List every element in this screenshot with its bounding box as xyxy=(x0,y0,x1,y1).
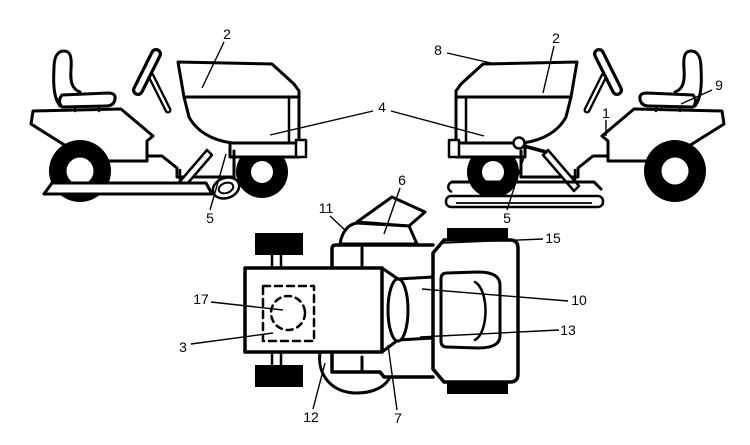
mower-deck-left xyxy=(42,176,241,200)
leader-13 xyxy=(419,329,560,338)
knob xyxy=(512,136,526,150)
seat-top-view xyxy=(439,270,502,350)
callout-5-left: 5 xyxy=(206,210,214,226)
steering-wheel-top-view xyxy=(386,277,410,343)
mid-body-bottom-edge xyxy=(330,350,435,379)
callout-9: 9 xyxy=(715,77,723,93)
callout-7: 7 xyxy=(394,410,402,426)
leader-5-right xyxy=(506,153,526,211)
deck-plate-curl xyxy=(447,180,453,194)
leader-4-to-left-view xyxy=(269,110,374,136)
callout-8: 8 xyxy=(434,42,442,58)
leader-7 xyxy=(387,344,398,411)
knob-handle xyxy=(522,144,548,154)
callout-3: 3 xyxy=(179,339,187,355)
leader-8 xyxy=(446,52,492,64)
callout-2-left: 2 xyxy=(223,26,231,42)
front-wheel-top-lower xyxy=(255,365,303,387)
leader-3 xyxy=(190,332,274,345)
callout-15: 15 xyxy=(545,230,561,246)
tractor-body-left xyxy=(31,51,306,202)
mid-body-top-edge xyxy=(330,243,435,270)
deck-skirt xyxy=(444,194,605,209)
cowl-neck-bottom xyxy=(380,336,435,354)
leader-12 xyxy=(312,362,326,410)
seat-contour-arc xyxy=(473,280,487,342)
cowl-neck-top xyxy=(380,266,435,281)
front-wheel-top-upper xyxy=(255,233,303,255)
callout-11: 11 xyxy=(318,200,334,216)
rear-wheel-top-bar-lower xyxy=(447,381,508,394)
leader-2-right xyxy=(542,45,555,94)
callout-6: 6 xyxy=(398,172,406,188)
callout-17: 17 xyxy=(193,291,209,307)
callout-12: 12 xyxy=(303,409,319,425)
front-axles xyxy=(270,253,283,367)
leader-11 xyxy=(329,215,347,232)
discharge-deflector-outer xyxy=(211,176,241,200)
deck-top-plate xyxy=(450,180,603,191)
callout-leader-lines xyxy=(190,41,713,411)
deck-housing xyxy=(42,181,214,196)
leader-15 xyxy=(442,238,544,244)
leader-17 xyxy=(210,301,284,311)
leader-9 xyxy=(680,89,713,105)
engine-dashed-circle xyxy=(269,294,307,332)
leader-2-left xyxy=(201,41,225,89)
callout-10: 10 xyxy=(571,292,587,308)
engine-dashed-box xyxy=(261,284,316,343)
leader-10 xyxy=(421,288,569,302)
top-view xyxy=(243,195,520,395)
discharge-deflector-inner xyxy=(217,181,235,195)
callout-1: 1 xyxy=(602,105,610,121)
deck-lift-knob xyxy=(512,136,548,154)
deck-arc-top-view xyxy=(318,351,392,395)
discharge-chute xyxy=(355,195,427,228)
callout-13: 13 xyxy=(560,322,576,338)
chute-dome xyxy=(338,221,419,246)
left-side-view xyxy=(31,51,306,202)
mower-deck-right xyxy=(444,180,605,209)
leader-4-to-right-view xyxy=(390,110,485,137)
rear-wheel-top-bar-upper xyxy=(447,228,508,241)
leader-6 xyxy=(383,187,401,235)
callout-4: 4 xyxy=(378,99,386,115)
leader-5-left xyxy=(209,153,227,211)
tractor-body-right xyxy=(449,51,724,202)
callout-2-right: 2 xyxy=(552,30,560,46)
right-side-view xyxy=(444,51,724,209)
callout-5-right: 5 xyxy=(503,210,511,226)
